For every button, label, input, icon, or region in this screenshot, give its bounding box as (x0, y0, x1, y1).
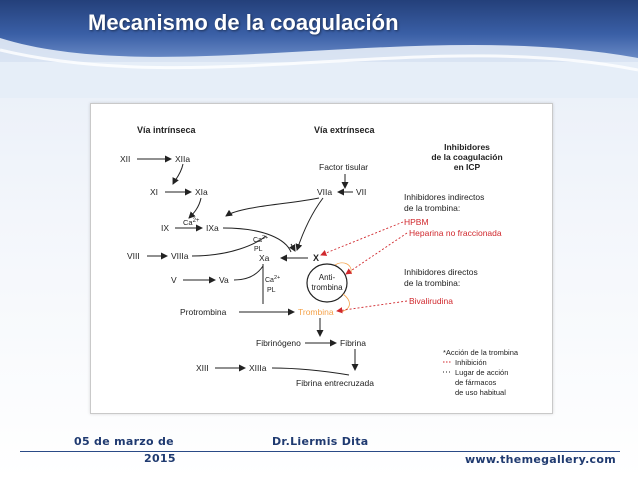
cofactor-ca-2: Ca2+ (253, 235, 268, 244)
arrow-viiia-to-x (191, 235, 267, 257)
node-fibrina-entrecruzada: Fibrina entrecruzada (296, 378, 374, 388)
node-v: V (171, 275, 177, 285)
diagram-panel: Vía intrínseca Vía extrínseca Inhibidore… (90, 103, 553, 414)
header-extrinsic: Vía extrínseca (314, 125, 376, 135)
node-xi: XI (150, 187, 158, 197)
arrow-ixa-x-join (288, 243, 296, 252)
arrow-xia-activates-ix (188, 197, 202, 219)
arrow-viia-to-ix (225, 197, 320, 217)
header-inhibitors-line2: de la coagulación (431, 152, 502, 162)
header-intrinsic: Vía intrínseca (137, 125, 197, 135)
node-ix: IX (161, 223, 169, 233)
inhibitor-hpbm: HPBM (404, 217, 429, 227)
node-xia: XIa (195, 187, 208, 197)
legend-line2: Inhibición (455, 358, 487, 367)
node-antitrombina-line2: trombina (311, 283, 343, 292)
legend-line3: Lugar de acción (455, 368, 508, 377)
arrow-viia-to-x (295, 197, 324, 251)
node-viiia: VIIIa (171, 251, 189, 261)
coagulation-diagram: Vía intrínseca Vía extrínseca Inhibidore… (120, 125, 519, 397)
inhibition-hpbm-to-x (320, 221, 404, 256)
node-trombina: Trombina (298, 307, 334, 317)
node-factor-tisular: Factor tisular (319, 162, 368, 172)
footer-date-line1: 05 de marzo de (74, 435, 174, 448)
cofactor-ca-3: Ca2+ (265, 275, 280, 284)
legend-line1: *Acción de la trombina (443, 348, 519, 357)
node-xiii: XIII (196, 363, 209, 373)
node-va: Va (219, 275, 229, 285)
arrow-xiiia-to-crosslink (271, 367, 350, 376)
legend-line4: de fármacos (455, 378, 497, 387)
legend-line5: de uso habitual (455, 388, 506, 397)
cofactor-ca-1: Ca2+ (183, 218, 200, 227)
node-fibrinogeno: Fibrinógeno (256, 338, 301, 348)
antitrombina-to-trombina-link (340, 293, 350, 313)
header-wave-decoration (0, 38, 638, 98)
node-xii: XII (120, 154, 130, 164)
node-xiia: XIIa (175, 154, 190, 164)
inhibitor-heparina: Heparina no fraccionada (409, 228, 502, 238)
footer-author: Dr.Liermis Dita (272, 435, 369, 448)
cofactor-pl-3: PL (267, 287, 276, 294)
inhibitors-direct-line2: de la trombina: (404, 278, 460, 288)
node-vii: VII (356, 187, 366, 197)
antitrombina-circle (306, 263, 348, 303)
node-antitrombina-line1: Anti- (319, 273, 336, 282)
node-fibrina: Fibrina (340, 338, 366, 348)
arrow-va-to-prothrombinase (233, 265, 264, 281)
footer-date-line2: 2015 (144, 452, 176, 465)
inhibitors-indirect-line1: Inhibidores indirectos (404, 192, 484, 202)
node-protrombina: Protrombina (180, 307, 227, 317)
inhibition-heparina-to-antitrombina (345, 232, 408, 275)
node-viia: VIIa (317, 187, 332, 197)
header-inhibitors-line3: en ICP (454, 162, 481, 172)
inhibitors-direct-line1: Inhibidores directos (404, 267, 478, 277)
header-inhibitors-line1: Inhibidores (444, 142, 490, 152)
slide-title: Mecanismo de la coagulación (88, 10, 399, 35)
inhibitor-bivalirudina: Bivalirudina (409, 296, 453, 306)
node-viii: VIII (127, 251, 140, 261)
node-xa: Xa (259, 253, 270, 263)
arrow-xiia-activates-xi (172, 163, 184, 185)
inhibition-bivalirudina-to-trombina (336, 300, 408, 314)
footer-url: www.themegallery.com (464, 453, 616, 466)
node-x: X (313, 253, 319, 263)
node-xiiia: XIIIa (249, 363, 267, 373)
node-ixa: IXa (206, 223, 219, 233)
inhibitors-indirect-line2: de la trombina: (404, 203, 460, 213)
footer-rule (20, 451, 620, 452)
cofactor-pl-2: PL (254, 246, 263, 253)
